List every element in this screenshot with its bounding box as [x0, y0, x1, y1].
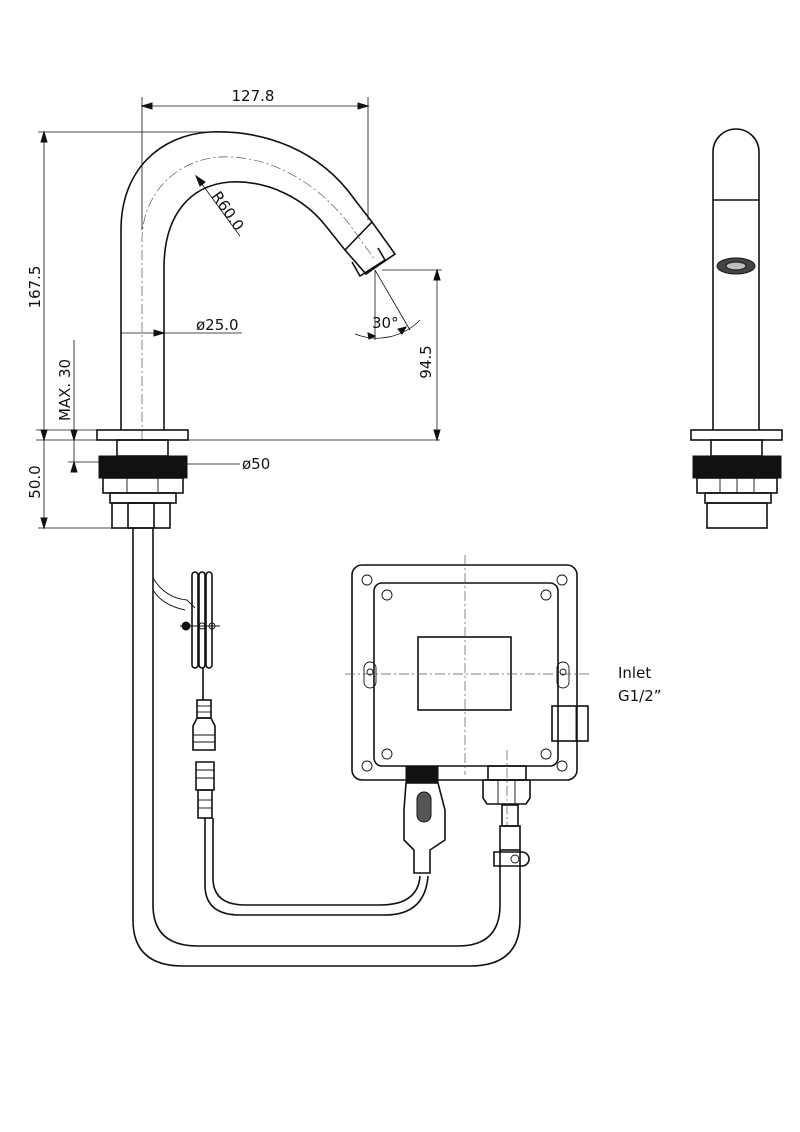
dim-r60: R60.0	[208, 188, 248, 234]
dim-167-5: 167.5	[26, 266, 44, 309]
supply-hose	[132, 528, 530, 967]
dim-dia-50: ø50	[242, 455, 270, 473]
base-front-view	[96, 429, 189, 529]
spout-front-view	[120, 131, 397, 440]
dim-127-8: 127.8	[232, 87, 275, 105]
dim-angle-30: 30°	[372, 314, 399, 332]
inlet-label: Inlet	[618, 664, 651, 682]
spout-side-view	[690, 128, 783, 529]
control-box	[345, 555, 590, 874]
dimension-lines	[36, 97, 442, 530]
dim-50-0: 50.0	[26, 465, 44, 498]
dim-94-5: 94.5	[417, 345, 435, 378]
dim-dia-25: ø25.0	[196, 316, 239, 334]
sensor-cable	[152, 571, 429, 916]
inlet-thread-label: G1/2”	[618, 687, 662, 705]
dim-max-30: MAX. 30	[56, 359, 74, 421]
